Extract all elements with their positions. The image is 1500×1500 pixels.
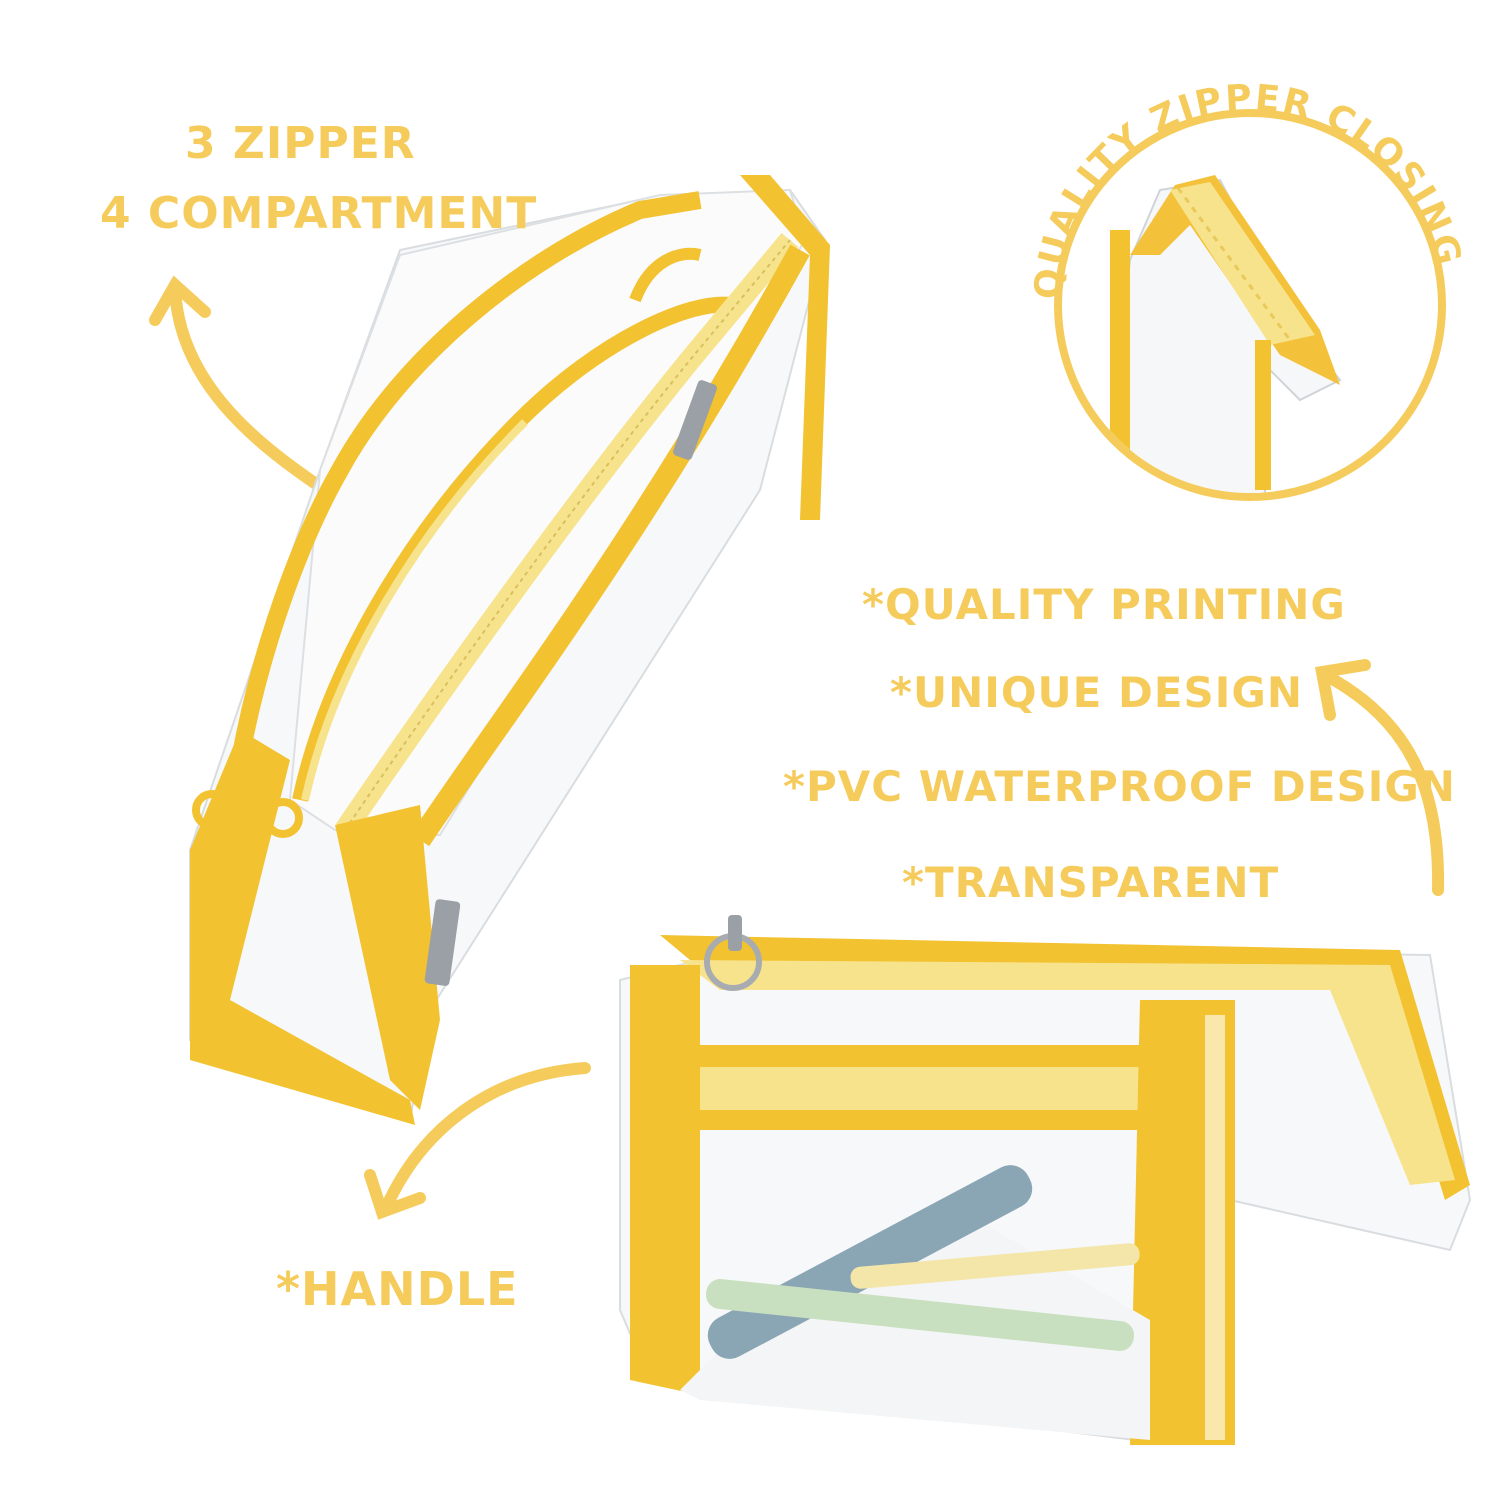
feature-quality-printing: *QUALITY PRINTING [862,580,1346,629]
pencil-case-photo [189,175,830,1125]
curved-arrow-icon [364,1062,591,1220]
handle-label: *HANDLE [276,1262,519,1316]
pencil-case-photo [619,915,1472,1445]
zoom-circle [1054,109,1446,501]
feature-pvc-waterproof: *PVC WATERPROOF DESIGN [783,762,1456,811]
compartment-heading-line1: 3 ZIPPER [185,118,416,169]
compartment-heading-line2: 4 COMPARTMENT [100,188,538,239]
feature-unique-design: *UNIQUE DESIGN [890,668,1304,717]
feature-transparent: *TRANSPARENT [902,858,1280,907]
curved-arrow-icon [1314,659,1445,896]
curved-arrow-icon [149,275,331,496]
